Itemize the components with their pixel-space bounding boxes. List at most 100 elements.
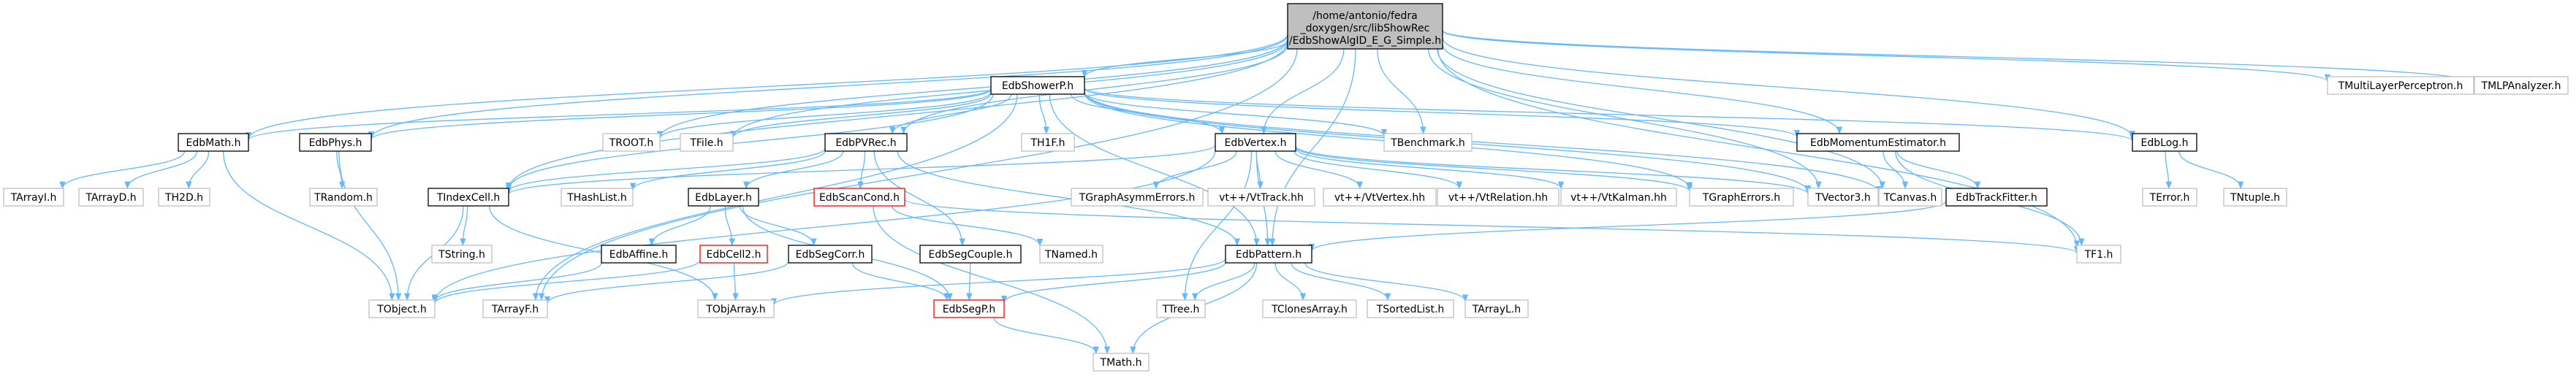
node-box xyxy=(933,299,1005,318)
node-label: TROOT.h xyxy=(609,137,654,149)
node-edbaffine[interactable]: EdbAffine.h xyxy=(601,245,677,264)
node-troot: TROOT.h xyxy=(602,133,661,152)
node-box xyxy=(158,188,210,207)
node-edbscancond[interactable]: EdbScanCond.h xyxy=(813,188,905,207)
edge-edbmomentumestimator-to-edbtrackfitter xyxy=(1896,150,1981,190)
node-box xyxy=(1093,353,1150,372)
node-edbtrackfitter[interactable]: EdbTrackFitter.h xyxy=(1945,188,2048,207)
node-edbpvrec[interactable]: EdbPVRec.h xyxy=(824,133,908,152)
dependency-nodes: /home/antonio/fedra_doxygen/src/libShowR… xyxy=(3,3,2569,372)
node-tmath: TMath.h xyxy=(1093,353,1150,372)
node-edbsegp[interactable]: EdbSegP.h xyxy=(933,299,1005,318)
edge-edbvertex-to-ttree xyxy=(1182,150,1253,302)
node-label: TClonesArray.h xyxy=(1271,304,1348,315)
edge-edblayer-to-edbaffine xyxy=(648,205,711,247)
node-tmlpanalyzer: TMLPAnalyzer.h xyxy=(2474,76,2569,95)
node-tfile: TFile.h xyxy=(680,133,734,152)
node-edbvertex[interactable]: EdbVertex.h xyxy=(1215,133,1296,152)
node-box xyxy=(1878,188,1942,207)
node-tarrayf: TArrayF.h xyxy=(482,299,548,318)
node-edbphys[interactable]: EdbPhys.h xyxy=(299,133,372,152)
edge-edbscancond-to-tf1 xyxy=(904,199,2080,254)
edge-root-to-tf1 xyxy=(1437,48,2081,248)
edge-edblayer-to-edbsegcorr xyxy=(739,205,817,247)
node-edbshowerp[interactable]: EdbShowerP.h xyxy=(990,76,1085,95)
edge-edbtrackfitter-to-edbpattern xyxy=(1309,200,1947,252)
node-label: vt++/VtVertex.hh xyxy=(1334,192,1425,204)
node-label: TVector3.h xyxy=(1815,192,1870,204)
dependency-edges xyxy=(59,29,2477,355)
edge-edbsegcouple-to-edbsegp xyxy=(966,262,973,302)
root-label-line: /home/antonio/fedra xyxy=(1312,10,1417,22)
node-box xyxy=(1262,299,1357,318)
edge-edbshowerp-to-th1f xyxy=(1038,93,1049,135)
node-label: EdbLog.h xyxy=(2141,137,2189,149)
node-label: TRandom.h xyxy=(314,192,373,204)
node-edbsegcorr[interactable]: EdbSegCorr.h xyxy=(788,245,873,264)
edge-root-to-tarrayf xyxy=(538,48,1298,302)
node-box xyxy=(2132,133,2197,152)
node-label: EdbMomentumEstimator.h xyxy=(1810,137,1946,149)
edge-edbphys-to-trandom xyxy=(336,150,346,190)
node-box xyxy=(1807,188,1879,207)
node-edbpattern[interactable]: EdbPattern.h xyxy=(1225,245,1312,264)
node-label: TMath.h xyxy=(1100,357,1142,369)
edge-root-to-edbphys xyxy=(368,34,1288,139)
node-edbcell2[interactable]: EdbCell2.h xyxy=(699,245,768,264)
node-edblog[interactable]: EdbLog.h xyxy=(2132,133,2197,152)
node-label: EdbPattern.h xyxy=(1236,249,1302,261)
node-thashlist: THashList.h xyxy=(561,188,634,207)
node-label: TArrayI.h xyxy=(10,192,57,204)
edge-edbshowerp-to-tfile xyxy=(729,93,992,139)
node-box xyxy=(1287,3,1443,50)
edge-root-to-tindexcell xyxy=(505,41,1288,191)
edge-edbmath-to-tarrayi xyxy=(59,150,186,190)
edge-edbshowerp-to-edbphys xyxy=(368,88,992,141)
node-label: TF1.h xyxy=(2084,249,2113,261)
edge-edbmath-to-tobject xyxy=(222,150,395,302)
node-edbsegcouple[interactable]: EdbSegCouple.h xyxy=(919,245,1022,264)
node-label: TArrayD.h xyxy=(85,192,136,204)
edge-edbmath-to-th2d xyxy=(186,150,210,190)
node-edblayer[interactable]: EdbLayer.h xyxy=(688,188,759,207)
node-edbmomentumestimator[interactable]: EdbMomentumEstimator.h xyxy=(1796,133,1960,152)
node-label: TObjArray.h xyxy=(705,304,765,315)
node-box xyxy=(1071,188,1204,207)
node-th2d: TH2D.h xyxy=(158,188,210,207)
edge-edbaffine-to-tobject xyxy=(431,262,602,302)
node-box xyxy=(813,188,905,207)
node-tarrayi: TArrayI.h xyxy=(3,188,64,207)
edge-root-to-edbmath xyxy=(246,34,1288,140)
node-box xyxy=(1367,299,1454,318)
node-label: EdbTrackFitter.h xyxy=(1956,192,2037,204)
node-label: TH1F.h xyxy=(1030,137,1065,149)
node-box xyxy=(1464,299,1529,318)
node-label: EdbMath.h xyxy=(186,137,241,149)
edge-edblog-to-terror xyxy=(2165,150,2173,190)
root-label-line: /EdbShowAlgID_E_G_Simple.h xyxy=(1289,35,1441,47)
node-label: TError.h xyxy=(2149,192,2190,204)
node-box xyxy=(601,245,677,264)
edge-edbcell2-to-tobject xyxy=(431,259,701,304)
edge-edbpvrec-to-tindexcell xyxy=(505,147,826,193)
node-th1f: TH1F.h xyxy=(1021,133,1075,152)
edge-edbvertex-to-tobject xyxy=(431,150,1216,304)
node-box xyxy=(178,133,249,152)
node-label: TString.h xyxy=(438,249,485,261)
node-label: TArrayL.h xyxy=(1472,304,1521,315)
edge-edbpvrec-to-edbpattern xyxy=(897,150,1240,247)
node-tindexcell[interactable]: TIndexCell.h xyxy=(428,188,509,207)
node-root[interactable]: /home/antonio/fedra_doxygen/src/libShowR… xyxy=(1287,3,1443,50)
edge-edbvertex-to-vtrelation xyxy=(1293,150,1462,190)
node-box xyxy=(368,299,436,318)
node-box xyxy=(990,76,1085,95)
edge-edbshowerp-to-edbpattern xyxy=(1049,93,1260,247)
node-label: TNtuple.h xyxy=(2230,192,2280,204)
edge-edbshowerp-to-troot xyxy=(656,91,992,139)
edge-edbpattern-to-edbsegp xyxy=(1000,261,1226,304)
node-box xyxy=(299,133,372,152)
edge-edbshowerp-to-edbmath xyxy=(246,88,992,141)
node-edbmath[interactable]: EdbMath.h xyxy=(178,133,249,152)
edge-edbvertex-to-vtkalman xyxy=(1295,148,1565,190)
edge-root-to-edbshowerp xyxy=(1081,39,1288,78)
